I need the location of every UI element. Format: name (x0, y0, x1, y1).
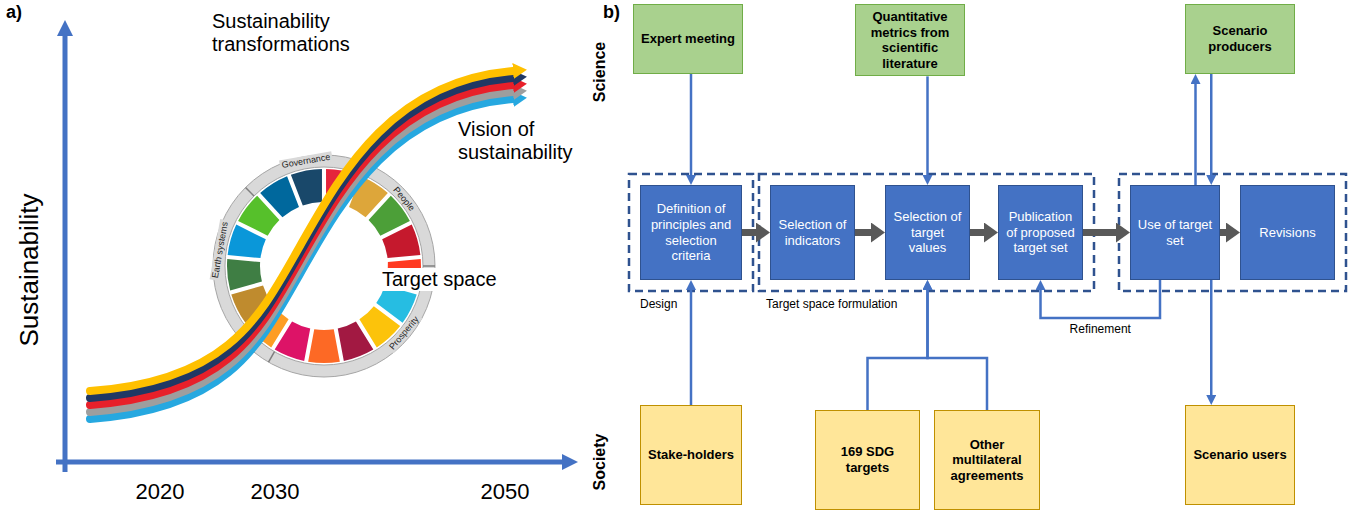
process-step-arrow (970, 229, 984, 236)
row-label: Society (591, 434, 609, 491)
panel-letter: a) (6, 2, 22, 23)
sdg-icon-tile (338, 321, 374, 360)
sdg-icon-tile (291, 169, 322, 206)
process-box: Use of target set (1130, 185, 1220, 280)
dashed-group (629, 174, 753, 291)
flow-arrow (1210, 74, 1213, 175)
dashed-group (759, 174, 1094, 291)
flow-arrow (1194, 84, 1197, 185)
science-input-box: Scenario producers (1185, 4, 1295, 74)
process-step-arrow (1083, 229, 1116, 236)
curve-label: Vision of sustainability (458, 118, 598, 164)
box-text: Quantitative metrics from scientific lit… (862, 9, 958, 71)
process-step-arrow (855, 229, 871, 236)
dashed-group (1119, 174, 1346, 291)
process-box: Selection of target values (885, 185, 970, 280)
process-box: Selection of indicators (770, 185, 855, 280)
axis-title: Sustainability (15, 193, 45, 346)
row-label: Science (591, 42, 609, 102)
box-text: Publication of proposed target set (1005, 209, 1076, 256)
society-input-box: Other multilateral agreements (934, 410, 1040, 510)
sector-divider (246, 188, 254, 196)
box-text: Stake-holders (648, 447, 734, 463)
box-text: Expert meeting (641, 31, 735, 47)
box-text: 169 SDG targets (822, 444, 913, 475)
box-text: Selection of indicators (777, 217, 848, 248)
flow-arrow (1210, 280, 1213, 395)
process-box: Definition of principles and selection c… (640, 185, 742, 280)
group-label: Design (640, 298, 677, 312)
box-text: Selection of target values (892, 209, 963, 256)
curve-label: Sustainability transformations (212, 10, 382, 56)
group-label: Target space formulation (766, 298, 897, 312)
sector-divider (423, 265, 435, 267)
box-text: Other multilateral agreements (941, 437, 1033, 484)
axis-tick-label: 2050 (481, 479, 530, 504)
x-axis (56, 460, 562, 465)
box-text: Revisions (1259, 225, 1315, 241)
process-box: Publication of proposed target set (998, 185, 1083, 280)
transformation-curves (90, 71, 513, 419)
flow-arrow (690, 74, 693, 175)
sector-divider (269, 352, 275, 362)
box-text: Scenario producers (1192, 23, 1288, 54)
wheel-label: Target space (380, 268, 499, 291)
flow-arrow (1041, 280, 1161, 318)
science-input-box: Expert meeting (633, 4, 743, 74)
axis-tick-label: 2030 (251, 479, 300, 504)
flow-arrow (690, 290, 693, 405)
sdg-icon-tile (308, 329, 340, 363)
flow-arrow (926, 76, 929, 175)
society-input-box: Stake-holders (640, 405, 742, 505)
science-input-box: Quantitative metrics from scientific lit… (855, 4, 965, 76)
box-text: Definition of principles and selection c… (647, 201, 735, 263)
panel-letter: b) (603, 2, 620, 23)
process-step-arrow (742, 229, 756, 236)
sdg-icon-tile (260, 176, 299, 217)
box-text: Use of target set (1137, 217, 1213, 248)
box-text: Scenario users (1193, 447, 1286, 463)
axis-tick-label: 2020 (136, 479, 185, 504)
process-box: Revisions (1240, 185, 1335, 280)
society-input-box: Scenario users (1185, 405, 1295, 505)
process-step-arrow (1220, 229, 1226, 236)
y-axis (63, 36, 68, 472)
sdg-icon-tile (227, 259, 262, 291)
society-input-box: 169 SDG targets (815, 410, 920, 510)
edge-label: Refinement (1067, 322, 1134, 336)
pathway-curve (90, 71, 513, 391)
sdg-icon-tile (382, 225, 420, 258)
flow-arrow (928, 290, 988, 410)
